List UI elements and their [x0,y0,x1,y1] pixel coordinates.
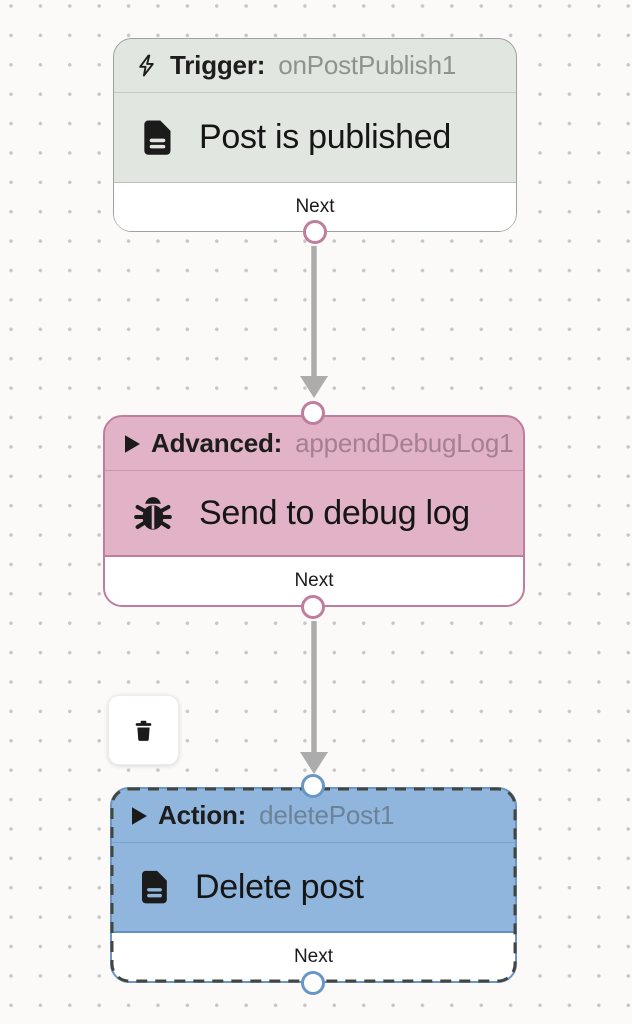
output-port-trigger[interactable] [303,220,327,244]
node-advanced[interactable]: Advanced: appendDebugLog1 Send to debug … [103,415,525,607]
article-icon [138,117,177,158]
collapse-triangle-icon [125,434,140,453]
node-instance-name: appendDebugLog1 [295,428,514,458]
node-instance-name: onPostPublish1 [278,50,457,80]
article-icon [136,867,173,907]
edge-advanced-to-action [300,621,328,774]
lightning-icon [134,53,159,78]
node-title: Delete post [195,867,364,906]
node-body-action: Delete post [112,843,515,931]
trash-icon [131,718,156,743]
output-port-action[interactable] [301,971,325,995]
node-action[interactable]: Action: deletePost1 Delete post Next [110,787,517,983]
bug-icon [129,490,177,536]
node-kind-label: Action: [158,800,247,830]
node-title: Post is published [199,118,451,156]
node-header-trigger[interactable]: Trigger: onPostPublish1 [114,39,516,93]
next-label: Next [294,570,334,591]
node-kind-label: Advanced: [151,428,283,458]
collapse-triangle-icon [132,806,147,825]
input-port-advanced[interactable] [301,401,325,425]
output-port-advanced[interactable] [301,595,325,619]
delete-node-button[interactable] [108,695,179,765]
node-kind-label: Trigger: [170,50,266,80]
node-body-advanced: Send to debug log [105,471,523,555]
next-label: Next [293,946,334,967]
node-title: Send to debug log [199,493,470,532]
node-body-trigger: Post is published [114,93,516,182]
next-label: Next [295,196,335,217]
input-port-action[interactable] [301,774,325,798]
node-trigger[interactable]: Trigger: onPostPublish1 Post is publishe… [113,38,517,232]
node-instance-name: deletePost1 [259,800,395,830]
node-header-advanced[interactable]: Advanced: appendDebugLog1 [105,417,523,471]
edge-trigger-to-advanced [300,246,328,398]
